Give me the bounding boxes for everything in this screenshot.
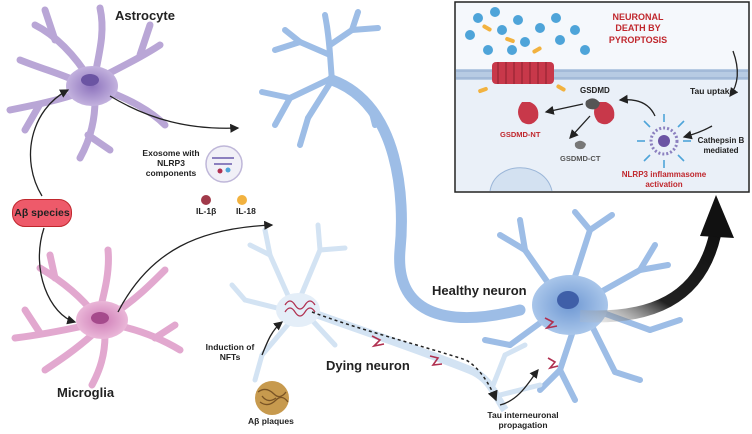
healthy-neuron-label: Healthy neuron bbox=[432, 283, 527, 298]
healthy-neuron bbox=[259, 9, 683, 403]
big-arrow-to-pyroptosis bbox=[579, 233, 721, 323]
cathepsin-label: Cathepsin B mediated bbox=[697, 136, 745, 155]
tau-propagation-label: Tau interneuronal propagation bbox=[487, 410, 559, 431]
exosome-icon bbox=[205, 145, 243, 183]
big-arrowhead bbox=[700, 195, 734, 238]
arrow-ab-astrocyte bbox=[29, 89, 70, 197]
arrow-tau-propagation bbox=[499, 368, 539, 406]
arrow-nft-induction bbox=[261, 321, 284, 356]
gsdmd-ct-icon bbox=[574, 140, 586, 150]
gsdmd-label: GSDMD bbox=[580, 86, 610, 95]
gsdmd-icon bbox=[594, 102, 615, 125]
gsdmd-ct-label: GSDMD-CT bbox=[560, 154, 601, 163]
gsdmd-nt-icon bbox=[518, 102, 539, 125]
arrow-astrocyte-neuron bbox=[109, 95, 240, 133]
nlrp3-label: NLRP3 inflammasome activation bbox=[621, 170, 707, 189]
il1b-label: IL-1β bbox=[196, 206, 217, 216]
microglia-label: Microglia bbox=[57, 385, 115, 400]
arrow-dying-axon bbox=[311, 311, 498, 402]
exosome-label: Exosome with NLRP3 components bbox=[142, 148, 200, 179]
dying-neuron bbox=[229, 222, 543, 413]
ab-plaques-icon bbox=[255, 381, 289, 415]
neuronal-death-title: NEURONAL DEATH BY PYROPTOSIS bbox=[608, 12, 668, 45]
dying-neuron-label: Dying neuron bbox=[326, 358, 410, 373]
gsdmd-nt-label: GSDMD-NT bbox=[500, 130, 541, 139]
arrow-microglia-neuron bbox=[117, 220, 274, 313]
pyroptosis-panel bbox=[454, 1, 750, 193]
nlrp3-inflammasome-icon bbox=[637, 114, 691, 168]
astrocyte-label: Astrocyte bbox=[115, 8, 175, 23]
il1b-dot bbox=[201, 195, 211, 205]
astrocyte-cell bbox=[6, 4, 169, 162]
tau-uptake-label: Tau uptake bbox=[690, 86, 735, 96]
ab-species-badge: Aβ species bbox=[12, 199, 72, 227]
arrow-ab-microglia bbox=[38, 227, 77, 325]
il18-label: IL-18 bbox=[236, 206, 256, 216]
induction-nfts-label: Induction of NFTs bbox=[205, 342, 255, 363]
ab-plaques-label: Aβ plaques bbox=[248, 416, 294, 426]
il18-dot bbox=[237, 195, 247, 205]
